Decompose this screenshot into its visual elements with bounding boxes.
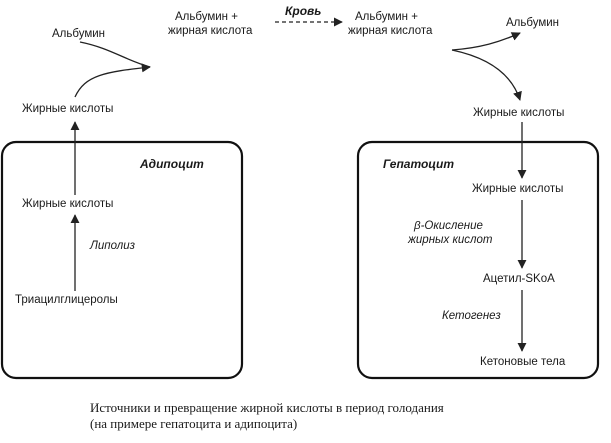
hepatocyte-cell-boundary	[356, 140, 600, 380]
release-arrow-albumin	[451, 32, 521, 51]
binding-arrow-fatty-acids	[74, 63, 151, 98]
ketogenesis-label: Кетогенез	[442, 310, 501, 322]
triacylglycerols-label: Триацилглицеролы	[15, 294, 118, 306]
albumin-complex-right-line2: жирная кислота	[348, 25, 433, 37]
beta-oxidation-line1: β-Окисление	[413, 220, 483, 232]
albumin-complex-left-line2: жирная кислота	[168, 25, 253, 37]
albumin-complex-right-line1: Альбумин +	[355, 11, 418, 23]
adipocyte-title: Адипоцит	[139, 157, 204, 171]
albumin-complex-left-line1: Альбумин +	[175, 11, 238, 23]
beta-oxidation-line2: жирных кислот	[407, 234, 493, 246]
hepatocyte-title: Гепатоцит	[383, 157, 454, 171]
hepatocyte-fatty-acids-inside: Жирные кислоты	[472, 183, 563, 195]
binding-arrow-albumin	[79, 41, 151, 68]
caption-line2: (на примере гепатоцита и адипоцита)	[90, 416, 297, 431]
adipocyte-albumin-label: Альбумин	[52, 28, 105, 40]
blood-label: Кровь	[285, 4, 321, 18]
adipocyte-cell-boundary	[0, 140, 244, 380]
ketone-bodies-label: Кетоновые тела	[480, 356, 566, 368]
lipolysis-label: Липолиз	[89, 240, 136, 252]
acetyl-coa-label: Ацетил-SKoA	[483, 273, 555, 285]
caption-line1: Источники и превращение жирной кислоты в…	[90, 400, 444, 415]
adipocyte-fatty-acids-outside: Жирные кислоты	[22, 103, 113, 115]
release-arrow-fatty-acids	[451, 49, 522, 101]
adipocyte-fatty-acids-inside: Жирные кислоты	[22, 198, 113, 210]
hepatocyte-fatty-acids-outside: Жирные кислоты	[473, 107, 564, 119]
hepatocyte-albumin-label: Альбумин	[506, 17, 559, 29]
